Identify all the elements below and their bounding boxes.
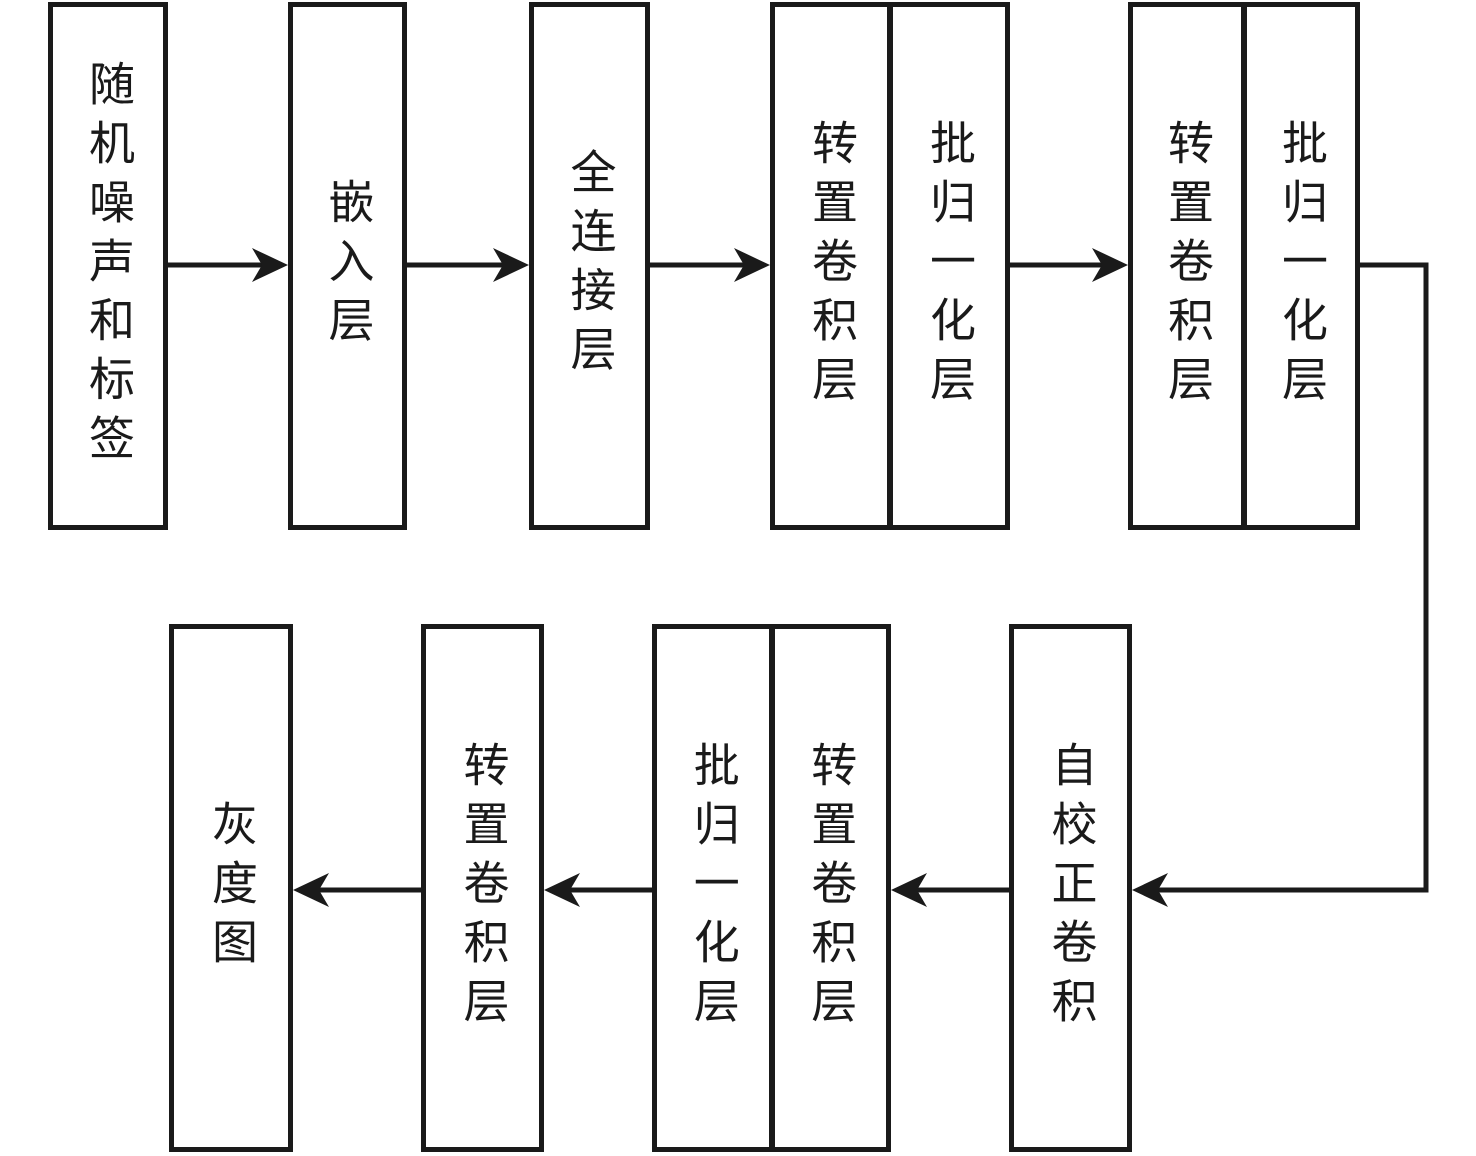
node-self-calibrated-convolution: 自校正卷积: [1009, 624, 1132, 1152]
node-grayscale-image-output-text: 灰度图: [206, 799, 257, 977]
node-batch-norm-layer-1-text: 批归一化层: [924, 118, 975, 414]
node-transposed-conv-layer-2-text: 转置卷积层: [1162, 118, 1213, 414]
node-fully-connected-layer-text: 全连接层: [564, 148, 616, 384]
node-transposed-conv-layer-3: 转置卷积层: [768, 629, 887, 1147]
node-self-calibrated-convolution-text: 自校正卷积: [1045, 740, 1097, 1036]
node-transposed-conv-layer-4: 转置卷积层: [421, 624, 544, 1152]
node-embedding-layer: 嵌入层: [288, 2, 407, 530]
node-transposed-conv-layer-2: 转置卷积层: [1133, 7, 1241, 525]
arrowhead-block2-to-selfcal: [1132, 873, 1168, 907]
node-transposed-conv-layer-3-text: 转置卷积层: [805, 740, 857, 1036]
node-transposed-conv-layer-1-text: 转置卷积层: [806, 118, 857, 414]
node-block2-tconv-bn: 转置卷积层 批归一化层: [1128, 2, 1360, 530]
arrowhead-input-to-embedding: [252, 248, 288, 282]
connector-block2-to-selfcal: [1156, 262, 1429, 893]
node-batch-norm-layer-1: 批归一化层: [887, 7, 1005, 525]
node-grayscale-image-output: 灰度图: [169, 624, 293, 1152]
node-batch-norm-layer-2: 批归一化层: [1241, 7, 1355, 525]
node-fully-connected-layer: 全连接层: [529, 2, 650, 530]
node-batch-norm-layer-3: 批归一化层: [657, 629, 769, 1147]
node-batch-norm-layer-3-text: 批归一化层: [687, 740, 739, 1036]
arrowhead-tconv4-to-output: [293, 873, 329, 907]
node-block3-bn-tconv: 批归一化层 转置卷积层: [652, 624, 891, 1152]
arrowhead-selfcal-to-block3: [891, 873, 927, 907]
arrowhead-embedding-to-fc: [493, 248, 529, 282]
node-block1-tconv-bn: 转置卷积层 批归一化层: [770, 2, 1010, 530]
node-transposed-conv-layer-4-text: 转置卷积层: [457, 740, 509, 1036]
arrowhead-block1-to-block2: [1092, 248, 1128, 282]
node-random-noise-and-labels: 随机噪声和标签: [48, 2, 168, 530]
arrowhead-block3-to-tconv4: [544, 873, 580, 907]
arrowhead-fc-to-block1: [734, 248, 770, 282]
node-batch-norm-layer-2-text: 批归一化层: [1276, 118, 1327, 414]
node-random-noise-and-labels-text: 随机噪声和标签: [83, 59, 134, 473]
node-embedding-layer-text: 嵌入层: [322, 177, 374, 355]
node-transposed-conv-layer-1: 转置卷积层: [775, 7, 887, 525]
